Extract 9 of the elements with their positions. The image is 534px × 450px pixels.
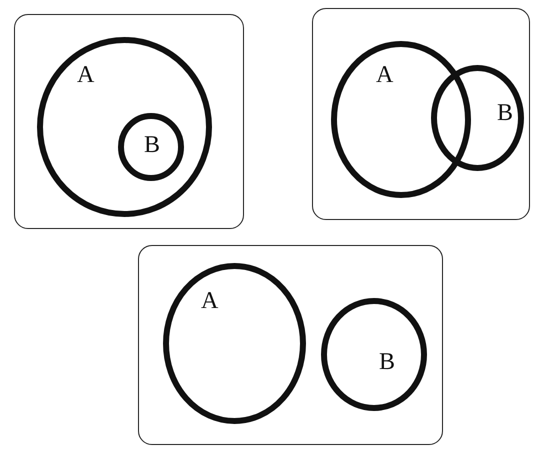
set-label: B	[144, 133, 160, 157]
panel-frame	[14, 14, 244, 229]
set-label: A	[376, 63, 394, 87]
set-label: B	[379, 350, 396, 374]
panel-frame	[312, 8, 530, 220]
set-label: B	[497, 101, 514, 125]
panel-frame	[138, 245, 443, 445]
set-label: A	[77, 63, 94, 87]
set-label: A	[201, 289, 218, 313]
